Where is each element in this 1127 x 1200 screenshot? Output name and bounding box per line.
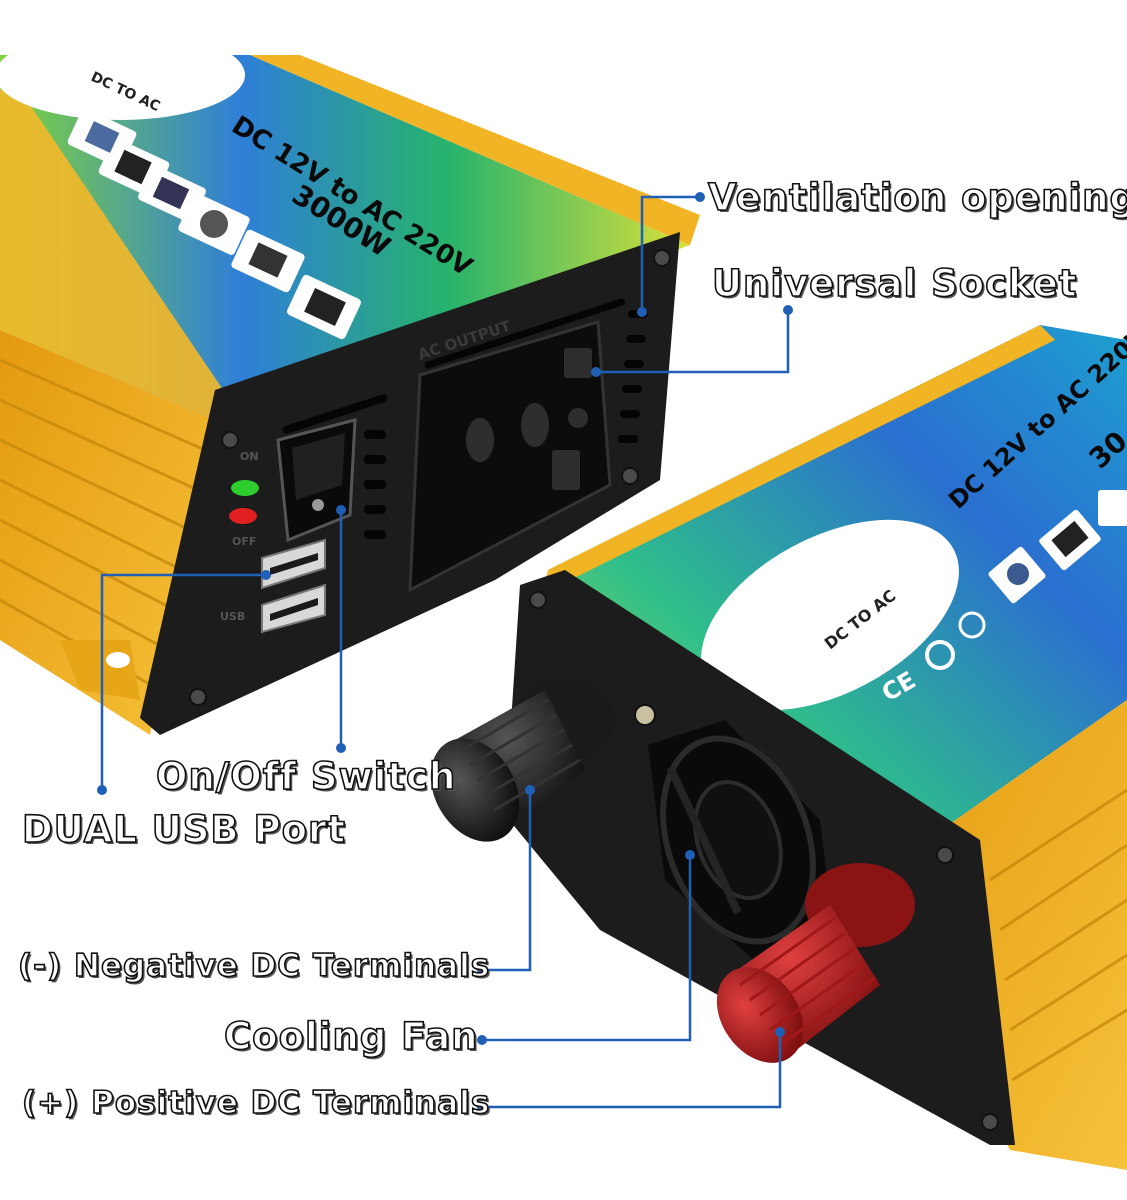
led-green bbox=[231, 480, 259, 496]
on-label: ON bbox=[240, 450, 259, 463]
right-side-housing bbox=[870, 700, 1127, 1170]
usb-label: USB bbox=[220, 610, 245, 623]
callout-dual-usb-port: DUAL USB Port bbox=[21, 807, 346, 852]
callout-on-off-switch: On/Off Switch bbox=[155, 754, 457, 799]
rohs-icon bbox=[958, 611, 986, 639]
left-inverter: DC TO AC DC 12V to AC 220V 3000W bbox=[0, 30, 700, 735]
cooling-fan bbox=[648, 720, 840, 985]
right-appliance-icons bbox=[988, 490, 1127, 604]
positive-dc-terminal bbox=[716, 863, 915, 1063]
callout-ventilation-opening: Ventilation opening bbox=[707, 175, 1127, 220]
negative-dc-terminal bbox=[430, 678, 615, 842]
left-appliance-icons bbox=[67, 108, 361, 340]
callout-universal-socket: Universal Socket bbox=[711, 261, 1078, 306]
led-red bbox=[229, 508, 257, 524]
callout-dots bbox=[97, 192, 793, 1112]
left-vent-slots bbox=[282, 298, 648, 539]
callout-lines bbox=[100, 195, 790, 1109]
off-label: OFF bbox=[232, 535, 256, 548]
callout-negative-dc-terminals: (-) Negative DC Terminals bbox=[17, 947, 491, 985]
callout-cooling-fan: Cooling Fan bbox=[223, 1014, 479, 1059]
universal-socket-outlet bbox=[408, 320, 612, 593]
callout-positive-dc-terminals: (+) Positive DC Terminals bbox=[21, 1084, 491, 1122]
recycle-icon bbox=[925, 640, 955, 670]
